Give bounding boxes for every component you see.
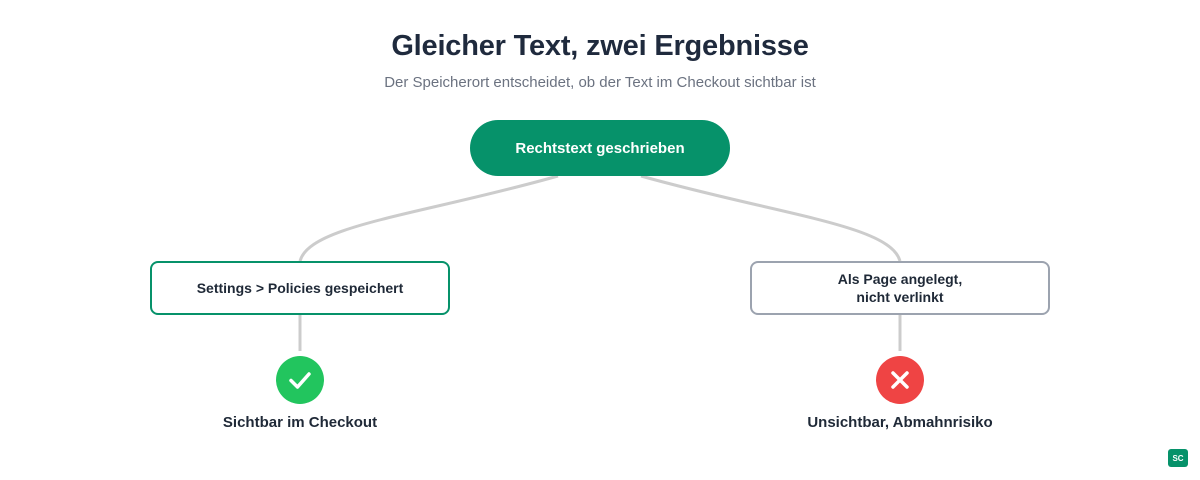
checkmark-icon: [276, 356, 324, 404]
outcome-label-visible: Sichtbar im Checkout: [222, 414, 378, 431]
outcome-label-invisible: Unsichtbar, Abmahnrisiko: [807, 414, 993, 431]
brand-badge: SC: [1168, 449, 1188, 467]
cross-icon: [876, 356, 924, 404]
branch-node-label-line2: nicht verlinkt: [856, 289, 944, 305]
connector-root-to-right: [640, 174, 902, 262]
branch-node-label-line1: Als Page angelegt,: [837, 271, 963, 287]
diagram-title: Gleicher Text, zwei Ergebnisse: [391, 30, 809, 62]
diagram-subtitle: Der Speicherort entscheidet, ob der Text…: [384, 74, 816, 91]
connector-root-to-left: [298, 174, 559, 262]
root-node-label: Rechtstext geschrieben: [515, 139, 685, 157]
branch-node-settings: Settings > Policies gespeichert: [150, 261, 450, 315]
branch-node-label: Settings > Policies gespeichert: [196, 280, 404, 296]
root-node: Rechtstext geschrieben: [470, 120, 730, 176]
branch-node-page: Als Page angelegt, nicht verlinkt: [750, 261, 1050, 315]
